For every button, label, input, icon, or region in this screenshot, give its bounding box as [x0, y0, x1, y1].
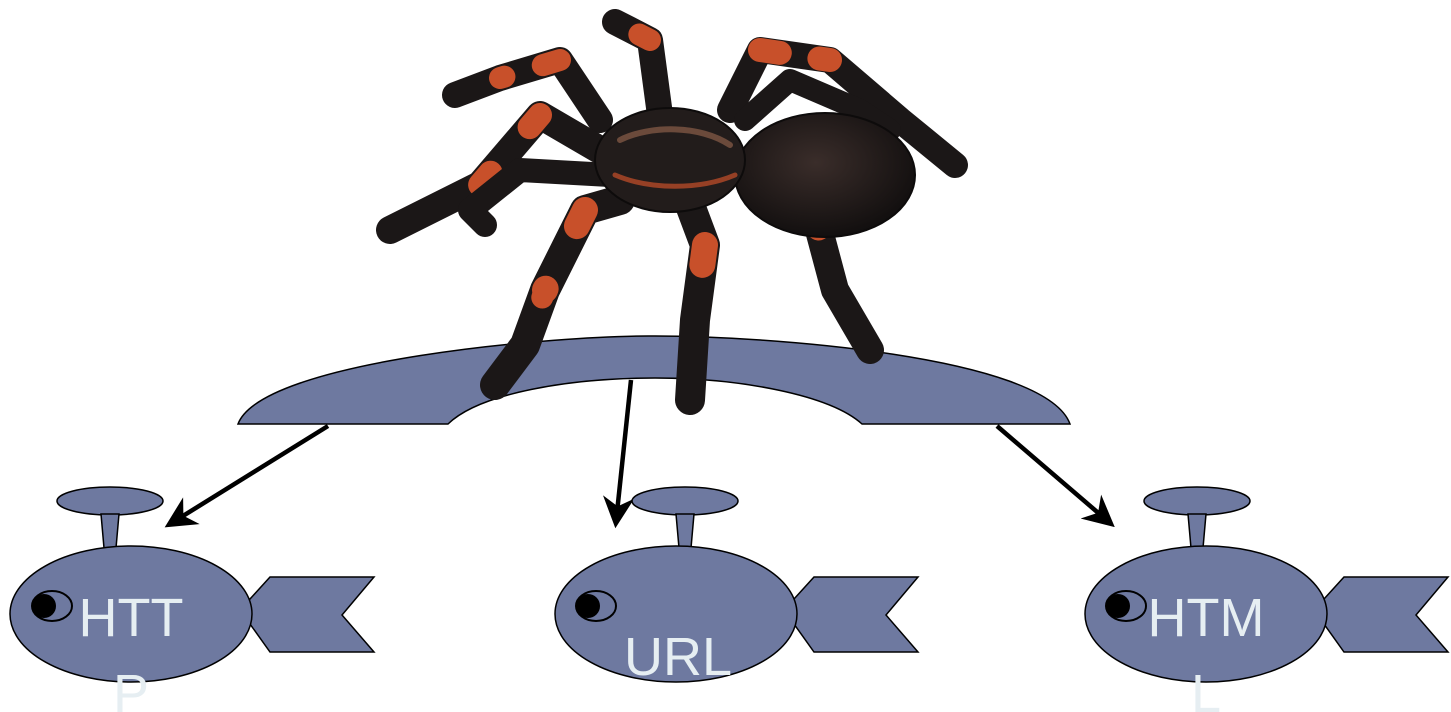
fish-label-line1: HTM — [1148, 588, 1265, 648]
fish-label-line2: P — [113, 664, 149, 712]
fish-antenna-stalk — [100, 513, 120, 549]
fish-antenna-cap — [1143, 486, 1251, 516]
fish-antenna-cap — [631, 486, 739, 516]
spider-abdomen — [734, 112, 916, 238]
fish-label-line1: HTT — [79, 588, 184, 648]
spider-legs-left — [376, 101, 635, 400]
fish-tail — [239, 576, 376, 653]
fish-html: HTM L — [1084, 486, 1450, 712]
fish-pupil — [32, 594, 56, 618]
fish-body — [9, 545, 253, 683]
fish-antenna-stalk — [675, 513, 695, 549]
fish-url: URL — [554, 486, 920, 687]
fish-body — [554, 545, 798, 683]
spider-legs-rear — [442, 9, 968, 178]
fish-pupil — [576, 594, 600, 618]
spider-cephalothorax — [594, 107, 746, 213]
fish-antenna-cap — [56, 486, 164, 516]
fish-tail — [783, 576, 920, 653]
fish-http: HTT P — [9, 486, 376, 712]
fish-tail — [1313, 576, 1450, 653]
arrow-to-http — [164, 424, 330, 528]
arch-bridge — [236, 335, 1072, 425]
tarantula-icon — [376, 9, 968, 415]
fish-label-line2: L — [1191, 664, 1221, 712]
arrow-to-html — [995, 424, 1115, 528]
fish-label-line1: URL — [624, 627, 732, 687]
fish-pupil — [1106, 594, 1130, 618]
fish-body — [1084, 545, 1328, 683]
arrow-to-url — [602, 379, 635, 529]
fish-antenna-stalk — [1187, 513, 1207, 549]
